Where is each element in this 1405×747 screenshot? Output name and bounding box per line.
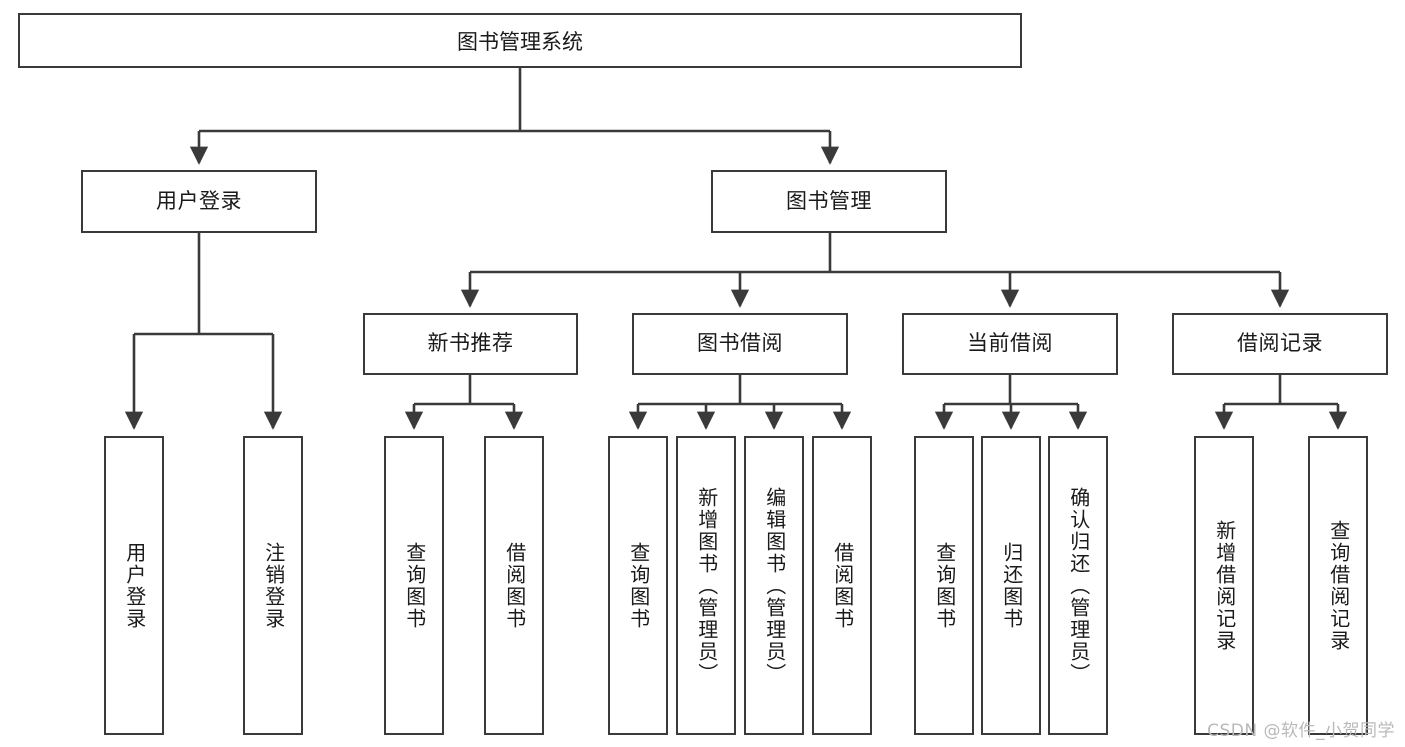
leaf-logout[interactable]: 注销登录: [243, 436, 303, 735]
node-label: 查询图书: [402, 541, 427, 630]
node-label: 编辑图书（管理员）: [762, 486, 787, 685]
leaf-newbook-borrow-book[interactable]: 借阅图书: [484, 436, 544, 735]
leaf-user-login[interactable]: 用户登录: [104, 436, 164, 735]
node-label: 新增借阅记录: [1212, 519, 1237, 652]
node-book-management[interactable]: 图书管理: [711, 170, 947, 233]
node-label: 借阅记录: [1237, 331, 1323, 356]
leaf-currentborrow-confirm-return-admin[interactable]: 确认归还（管理员）: [1048, 436, 1108, 735]
leaf-bookborrow-add-book-admin[interactable]: 新增图书（管理员）: [676, 436, 736, 735]
node-label: 查询图书: [626, 541, 651, 630]
leaf-currentborrow-query-book[interactable]: 查询图书: [914, 436, 974, 735]
csdn-watermark: CSDN @软件_小贺同学: [1207, 721, 1395, 741]
node-label: 图书借阅: [697, 331, 783, 356]
node-label: 用户登录: [156, 188, 242, 213]
node-label: 借阅图书: [830, 541, 855, 630]
node-label: 借阅图书: [502, 541, 527, 630]
leaf-newbook-query-book[interactable]: 查询图书: [384, 436, 444, 735]
leaf-borrowrecord-add-record[interactable]: 新增借阅记录: [1194, 436, 1254, 735]
node-label: 注销登录: [261, 541, 286, 630]
node-label: 归还图书: [999, 541, 1024, 630]
leaf-bookborrow-edit-book-admin[interactable]: 编辑图书（管理员）: [744, 436, 804, 735]
node-user-login[interactable]: 用户登录: [81, 170, 317, 233]
leaf-bookborrow-borrow-book[interactable]: 借阅图书: [812, 436, 872, 735]
node-book-borrow[interactable]: 图书借阅: [632, 313, 848, 375]
node-label: 图书管理: [786, 188, 872, 213]
leaf-borrowrecord-query-record[interactable]: 查询借阅记录: [1308, 436, 1368, 735]
node-label: 新书推荐: [427, 331, 514, 356]
node-new-book-recommend[interactable]: 新书推荐: [363, 313, 578, 375]
node-label: 查询图书: [932, 541, 957, 630]
node-label: 确认归还（管理员）: [1066, 486, 1091, 685]
node-label: 当前借阅: [967, 331, 1053, 356]
node-label: 新增图书（管理员）: [694, 486, 719, 685]
node-label: 查询借阅记录: [1326, 519, 1351, 652]
node-current-borrow[interactable]: 当前借阅: [902, 313, 1118, 375]
node-label: 用户登录: [122, 541, 147, 630]
leaf-currentborrow-return-book[interactable]: 归还图书: [981, 436, 1041, 735]
node-label: 图书管理系统: [457, 29, 583, 54]
node-root-library-system[interactable]: 图书管理系统: [18, 13, 1022, 68]
node-borrow-record[interactable]: 借阅记录: [1172, 313, 1388, 375]
leaf-bookborrow-query-book[interactable]: 查询图书: [608, 436, 668, 735]
